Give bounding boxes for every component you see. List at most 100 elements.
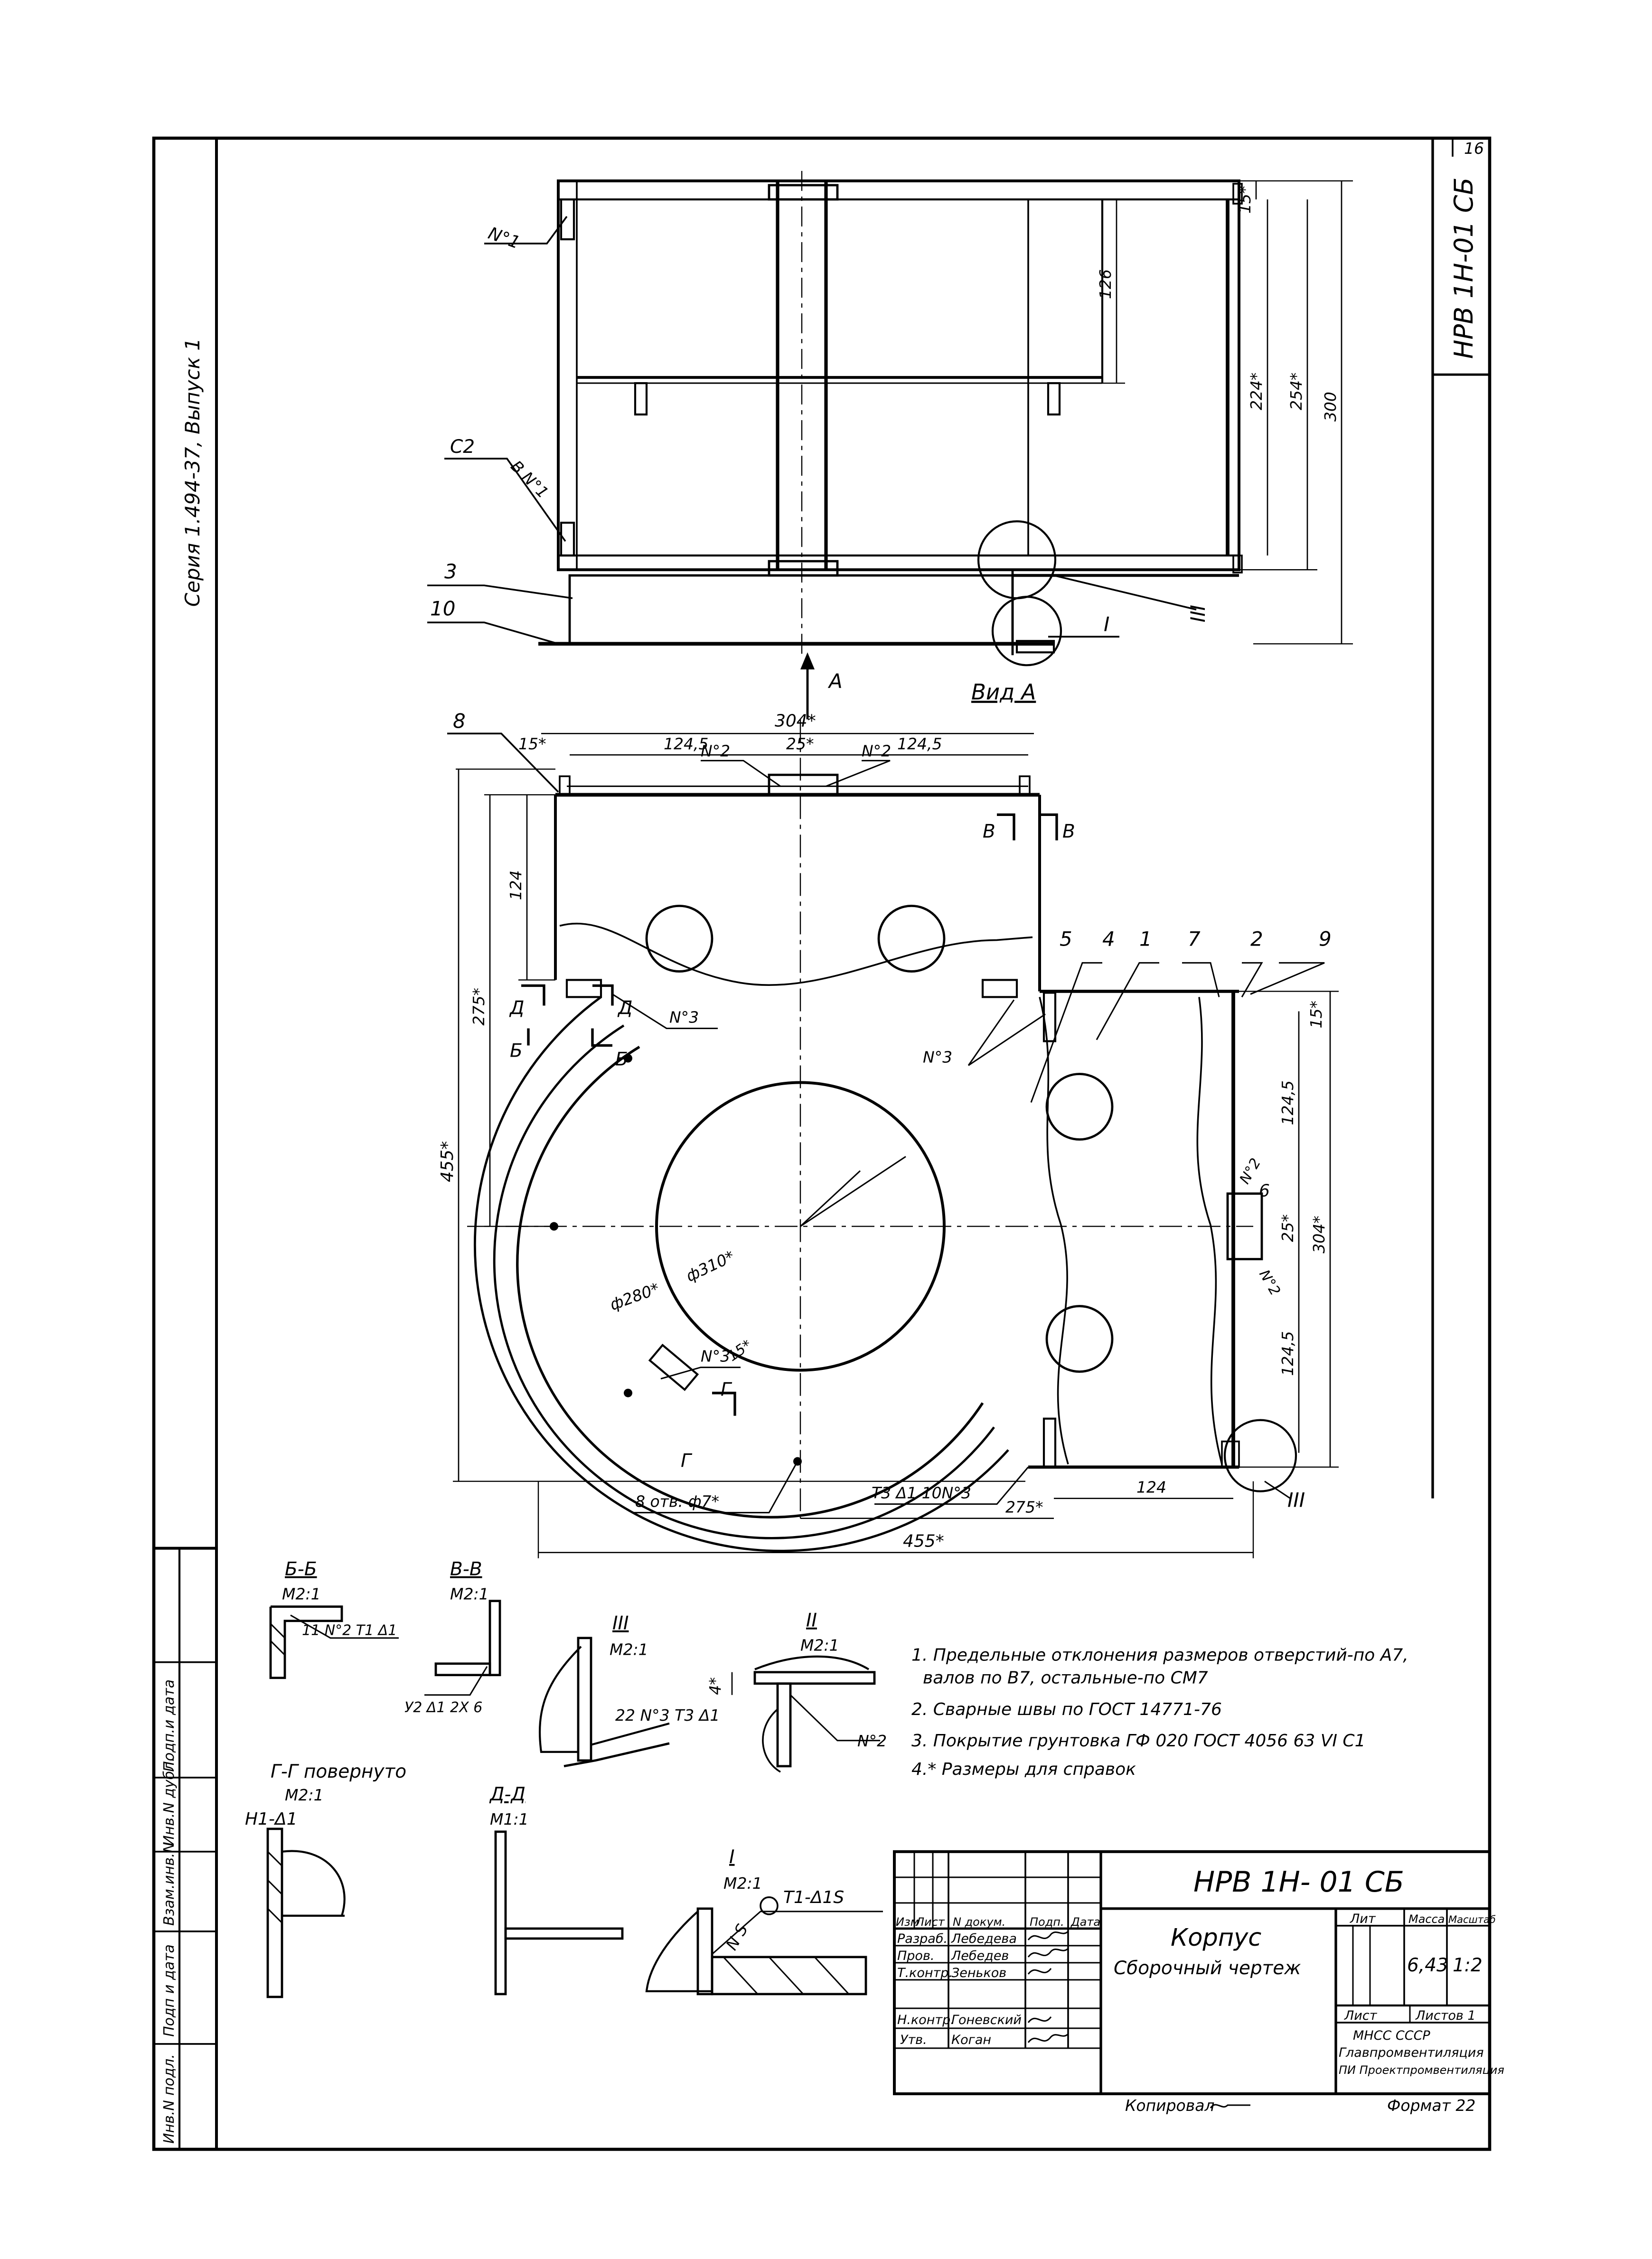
dim-25-top: 25* [786,734,814,753]
weld-note-bottom: Т3 Δ1 10N°3 [872,1484,971,1502]
section-mark-d-left: Д [509,997,524,1019]
label-c2: С2 [450,436,475,458]
dim-275-bottom: 275* [1005,1498,1043,1517]
section-mark-b-right: Б [615,1049,628,1070]
dim-304-right: 304* [1310,1216,1328,1254]
hole-top-right [877,905,946,973]
note-4: 4.* Размеры для справок [911,1760,1136,1779]
section-vv-title: В-В [450,1559,482,1580]
footer-format: Формат 22 [1387,2096,1475,2115]
note-2: 2. Сварные швы по ГОСТ 14771-76 [911,1700,1222,1719]
footer-copied: Копировал [1125,2096,1215,2115]
tb-name-0: Лебедева [951,1931,1017,1946]
label-n2-right: N°2 [862,741,891,760]
note-3: 3. Покрытие грунтовка ГФ 020 ГОСТ 4056 6… [911,1731,1365,1751]
label-part-9: 9 [1319,927,1332,950]
section-gg-title: Г-Г повернуто [271,1761,406,1782]
section-vv-weld: У2 Δ1 2Х 6 [404,1699,482,1716]
label-part-2: 2 [1250,927,1263,950]
dim-15-top: 15* [518,734,546,753]
section-dd: Д-Д М1:1 [489,1784,624,1996]
dim-15-right: 15* [1307,1001,1325,1029]
tb-role-3: Н.контр. [897,2013,955,2027]
sheet-frame: 16 НРВ 1Н-01 СБ Серия 1.494-37, Выпуск 1 [152,136,1492,2151]
dim-25-right: 25* [1278,1214,1297,1242]
section-mark-b-left: Б [510,1040,523,1061]
section-dd-scale: М1:1 [490,1810,529,1828]
section-bb: Б-Б М2:1 11 N°2 Т1 Δ1 [269,1559,399,1679]
label-n3-left: N°3 [669,1008,699,1026]
series-label: Серия 1.494-37, Выпуск 1 [181,338,204,607]
plan-view: Вид А [438,679,1339,1558]
section-vv-scale: М2:1 [450,1585,489,1603]
tb-role-2: Т.контр. [897,1966,953,1980]
detail-ii-dim: 4* [706,1677,724,1695]
tb-mass-label: Масса [1408,1912,1445,1926]
section-dd-title: Д-Д [489,1784,526,1805]
dim-124-5-a: 124,5 [664,734,708,753]
tb-role-0: Разраб. [897,1931,948,1946]
detail-i-scale: М2:1 [723,1874,762,1893]
section-gg-weld: Н1-Δ1 [245,1809,297,1829]
tb-org1: МНСС СССР [1353,2028,1430,2043]
detail-ii-scale: М2:1 [800,1636,839,1655]
label-n1-bottom: В N°1 [507,457,552,502]
side-stamp: Инв.N подл. Подп и дата Взам.инв.N Инв.N… [152,1547,218,2151]
stamp-podp-data-2: Подп.и дата [161,1679,178,1772]
tb-col-date: Дата [1070,1915,1100,1929]
label-view-a: А [827,669,843,693]
detail-ii: II М2:1 4* N°2 [706,1610,887,1773]
label-part-8: 8 [453,709,466,732]
tb-col-doc: N докум. [953,1915,1005,1929]
detail-i-title: I [729,1847,735,1868]
tb-name-3: Гоневский [951,2013,1022,2027]
footer: Копировал Формат 22 [1125,2096,1475,2115]
dim-455-bottom: 455* [903,1532,944,1551]
detail-iii: III М2:1 22 N°3 Т3 Δ1 [538,1613,720,1768]
hole-right-lower [1045,1305,1114,1373]
hole-top-left [645,905,713,973]
tb-name-1: Лебедев [951,1949,1009,1963]
dim-300: 300 [1321,392,1340,422]
detail-iii-weld: 22 N°3 Т3 Δ1 [615,1706,720,1725]
dim-124-bottom: 124 [1136,1478,1166,1497]
section-mark-v-left: В [983,821,995,842]
sheet-number: 16 [1464,139,1484,158]
detail-i: I М2:1 Т1-Δ1S N S [645,1847,883,1996]
dim-275-left: 275* [469,988,488,1026]
front-view: N°1 С2 В N°1 3 10 III I А 15* 126 224* 2… [427,171,1353,720]
tb-scale-label: Масштаб [1448,1914,1496,1925]
section-vv: В-В М2:1 У2 Δ1 2Х 6 [404,1559,501,1716]
tb-role-4: Утв. [900,2033,927,2047]
label-part-6: 6 [1259,1181,1270,1201]
section-mark-v-right: В [1062,821,1075,842]
tb-col-sign: Подп. [1030,1915,1064,1929]
tb-scale: 1:2 [1453,1955,1483,1976]
label-part-4: 4 [1102,927,1115,950]
label-n3-ring: N°3 [701,1347,730,1366]
detail-ii-weld: N°2 [857,1732,887,1750]
dim-phi-280: ф280* [607,1279,662,1314]
stamp-podp-data-1: Подп и дата [161,1944,178,2037]
dim-124-5-right-lower: 124,5 [1278,1331,1297,1376]
label-roman-3-plan: III [1287,1489,1305,1512]
tb-name: Корпус [1171,1924,1261,1952]
section-mark-g-lower: Г [681,1451,693,1472]
section-bb-weld: 11 N°2 Т1 Δ1 [302,1622,397,1639]
label-n2-r-bottom: N°2 [1256,1267,1284,1298]
tb-name-2: Зеньков [951,1966,1006,1980]
detail-ii-title: II [806,1610,817,1631]
label-part-10: 10 [430,597,455,620]
detail-i-ns: N S [722,1921,751,1953]
tb-role-1: Пров. [897,1949,934,1963]
detail-iii-title: III [612,1613,629,1634]
stamp-inv-dubl: Инв.N дубл. [161,1757,178,1846]
dim-124-5-b: 124,5 [897,734,942,753]
section-bb-scale: М2:1 [282,1585,321,1603]
dim-254: 254* [1287,373,1305,411]
label-n1-top: N°1 [486,224,523,253]
dim-15: 15* [1236,186,1254,214]
tb-sheet-label: Лист [1344,2008,1378,2023]
tb-doc-type: Сборочный чертеж [1114,1958,1301,1979]
